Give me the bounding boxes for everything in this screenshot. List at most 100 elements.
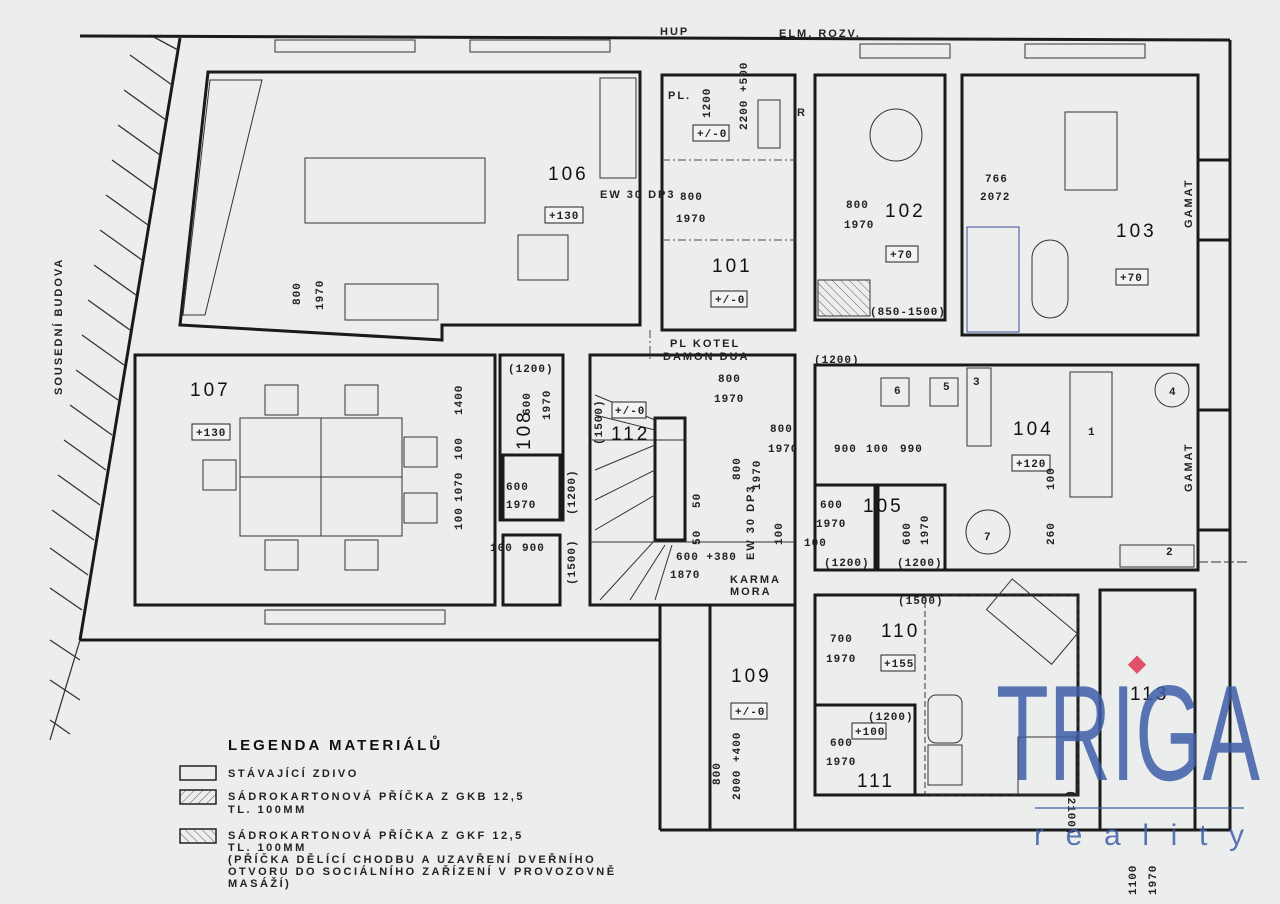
dims-d49: 260 bbox=[1046, 522, 1058, 545]
dims-d25: (1500) bbox=[594, 399, 606, 445]
dims-d33: 1870 bbox=[670, 570, 700, 582]
dims-d3: 800 bbox=[680, 192, 703, 204]
labels-karma1: KARMA bbox=[730, 574, 781, 586]
dims-d39: 100 bbox=[866, 444, 889, 456]
levels-l102: +70 bbox=[890, 250, 913, 262]
room-105: 105 bbox=[863, 496, 904, 517]
walls bbox=[79, 34, 1250, 832]
labels-kotel2: DAMON DUA bbox=[663, 351, 749, 363]
dims-d51: 700 bbox=[830, 634, 853, 646]
dims-d18: 100 bbox=[454, 507, 466, 530]
furniture-f3: 3 bbox=[973, 377, 981, 389]
dims-d42: 1970 bbox=[816, 519, 846, 531]
dims-d22: 100 bbox=[490, 543, 513, 555]
logo-brand: TRIGA bbox=[996, 657, 1260, 809]
dims-d7: 766 bbox=[985, 174, 1008, 186]
dims-d47: (1200) bbox=[897, 558, 943, 570]
furniture-f6: 6 bbox=[894, 386, 902, 398]
level-markers: +130 +130 +/-0 +/-0 +70 +70 +120 +155 +/… bbox=[191, 124, 1149, 740]
legend-items-2-line3: (PŘÍČKA DĚLÍCÍ CHODBU A UZAVŘENÍ DVEŘNÍH… bbox=[228, 853, 596, 866]
dims-d16: 100 bbox=[454, 437, 466, 460]
furniture-f5: 5 bbox=[943, 382, 951, 394]
labels-gamat2: GAMAT bbox=[1183, 442, 1195, 492]
labels-kotel1: PL KOTEL bbox=[670, 338, 740, 350]
dims-d19: 600 bbox=[506, 482, 529, 494]
annotations: HUP ELM. ROZV. PL. R PL KOTEL DAMON DUA … bbox=[600, 26, 1195, 598]
dims-d15: 1400 bbox=[454, 385, 466, 415]
dims-d20: 1970 bbox=[506, 500, 536, 512]
dims-d58: (2100) bbox=[1064, 790, 1076, 836]
furniture-numbers: 1 2 3 4 5 6 7 bbox=[894, 377, 1177, 559]
dims-d30: 800 bbox=[732, 457, 744, 480]
room-111: 111 bbox=[857, 771, 895, 792]
dims-d24: (1500) bbox=[567, 539, 579, 585]
levels-l101b: +/-0 bbox=[715, 295, 745, 307]
levels-l110: +155 bbox=[884, 659, 914, 671]
furniture bbox=[182, 77, 1195, 796]
levels-l106: +130 bbox=[549, 211, 579, 223]
room-112: 112 bbox=[611, 424, 650, 445]
legend-items-2-line2: TL. 100MM bbox=[228, 842, 307, 854]
dims-d56: 800 bbox=[712, 762, 724, 785]
legend-items-2-line5: MASÁŽÍ) bbox=[228, 877, 291, 890]
dims-d29: 1970 bbox=[768, 444, 798, 456]
labels-karma2: MORA bbox=[730, 586, 772, 598]
furniture-f4: 4 bbox=[1169, 387, 1177, 399]
dims-d38: 900 bbox=[834, 444, 857, 456]
dims-d46: (1200) bbox=[824, 558, 870, 570]
levels-l109: +/-0 bbox=[735, 707, 765, 719]
labels-ew1: EW 30 DP3 bbox=[600, 189, 675, 201]
dims-d32: 600 +380 bbox=[676, 552, 737, 564]
room-108: 108 bbox=[514, 409, 535, 450]
dims-d54: 600 bbox=[830, 738, 853, 750]
legend-items-2-line4: OTVORU DO SOCIÁLNÍHO ZAŘÍZENÍ V PROVOZOV… bbox=[228, 865, 617, 878]
dims-d2: 2200 +500 bbox=[739, 62, 751, 130]
dims-d28: 800 bbox=[770, 424, 793, 436]
room-numbers: 106 107 101 102 103 104 105 108 109 110 … bbox=[190, 164, 1169, 792]
legend-items-0-line1: STÁVAJÍCÍ ZDIVO bbox=[228, 767, 359, 780]
legend-swatch-existing bbox=[179, 765, 217, 781]
room-113: 113 bbox=[1130, 684, 1169, 705]
dims-d41: 600 bbox=[820, 500, 843, 512]
levels-l112: +/-0 bbox=[615, 406, 645, 418]
labels-r: R bbox=[797, 107, 807, 119]
room-110: 110 bbox=[881, 621, 920, 642]
dims-d60: 1970 bbox=[1148, 865, 1160, 895]
dims-d8: 2072 bbox=[980, 192, 1010, 204]
levels-l107: +130 bbox=[196, 428, 226, 440]
dims-d50: (1500) bbox=[898, 596, 944, 608]
furniture-f1: 1 bbox=[1088, 427, 1096, 439]
neighbouring-building: SOUSEDNÍ BUDOVA bbox=[49, 34, 182, 741]
dims-d1: 1200 bbox=[702, 88, 714, 118]
dims-d43: 100 bbox=[804, 538, 827, 550]
dims-d23: 900 bbox=[522, 543, 545, 555]
levels-l111: +100 bbox=[855, 727, 885, 739]
room-102: 102 bbox=[885, 201, 926, 222]
dims-d21: (1200) bbox=[567, 469, 579, 515]
levels-l104: +120 bbox=[1016, 459, 1046, 471]
dims-d59: 1100 bbox=[1128, 865, 1140, 895]
dims-d44: 600 bbox=[902, 522, 914, 545]
room-101: 101 bbox=[712, 256, 753, 277]
dims-d17: 1070 bbox=[454, 472, 466, 502]
legend-swatch-gkf bbox=[179, 828, 217, 844]
dims-d26: 800 bbox=[718, 374, 741, 386]
dims-d35: 50 bbox=[692, 530, 704, 545]
dims-d14: 1970 bbox=[542, 390, 554, 420]
room-104: 104 bbox=[1013, 419, 1054, 440]
dims-d5: 800 bbox=[846, 200, 869, 212]
dims-d34: 50 bbox=[692, 493, 704, 508]
dims-d48: 100 bbox=[1046, 467, 1058, 490]
labels-hup: HUP bbox=[660, 26, 689, 38]
furniture-f7: 7 bbox=[984, 532, 992, 544]
room-103: 103 bbox=[1116, 221, 1157, 242]
labels-pl: PL. bbox=[668, 90, 691, 102]
dimensions: 1200 2200 +500 800 1970 800 1970 766 2072 (… bbox=[292, 62, 1160, 895]
legend-items-2-line1: SÁDROKARTONOVÁ PŘÍČKA Z GKF 12,5 bbox=[228, 829, 524, 842]
dims-d45: 1970 bbox=[920, 515, 932, 545]
legend-items-1-line2: TL. 100MM bbox=[228, 804, 307, 816]
room-106: 106 bbox=[548, 164, 589, 185]
dims-d37: (1200) bbox=[814, 355, 860, 367]
dims-d55: 1970 bbox=[826, 757, 856, 769]
